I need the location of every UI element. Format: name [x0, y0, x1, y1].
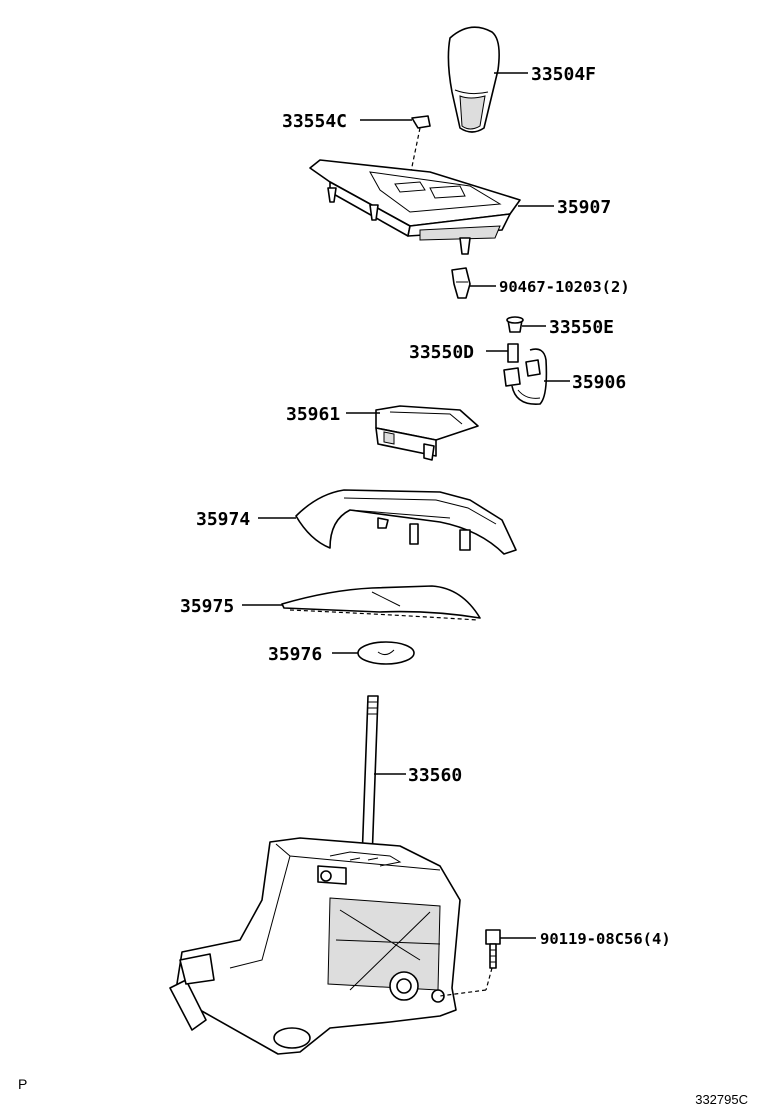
label-90467-10203: 90467-10203(2)	[499, 278, 630, 296]
label-33504F: 33504F	[531, 64, 596, 85]
shift-lever-drawing	[361, 695, 379, 861]
label-35974: 35974	[196, 509, 250, 530]
cover-plate-drawing	[281, 585, 481, 621]
indicator-panel-drawing	[309, 159, 521, 255]
label-35961: 35961	[286, 404, 340, 425]
retainer-clip-drawing	[451, 267, 471, 299]
label-33554C: 33554C	[282, 111, 347, 132]
upper-housing-drawing	[295, 489, 517, 555]
wire-harness-drawing	[503, 348, 548, 405]
clip-drawing	[411, 115, 431, 129]
label-33550E: 33550E	[549, 317, 614, 338]
figure-code: 332795C	[695, 1092, 748, 1107]
label-90119-08C56: 90119-08C56(4)	[540, 930, 671, 948]
lever-base-assembly-drawing	[169, 837, 461, 1055]
label-35976: 35976	[268, 644, 322, 665]
label-33550D: 33550D	[409, 342, 474, 363]
bracket-drawing	[375, 405, 479, 461]
label-35906: 35906	[572, 372, 626, 393]
bulb-cap-drawing	[506, 316, 524, 333]
label-33560: 33560	[408, 765, 462, 786]
bolt-drawing	[485, 929, 501, 969]
emblem-drawing	[357, 641, 415, 665]
label-35907: 35907	[557, 197, 611, 218]
page-letter: P	[18, 1076, 28, 1092]
bulb-drawing	[507, 343, 519, 363]
label-35975: 35975	[180, 596, 234, 617]
shift-knob-drawing	[447, 26, 500, 133]
